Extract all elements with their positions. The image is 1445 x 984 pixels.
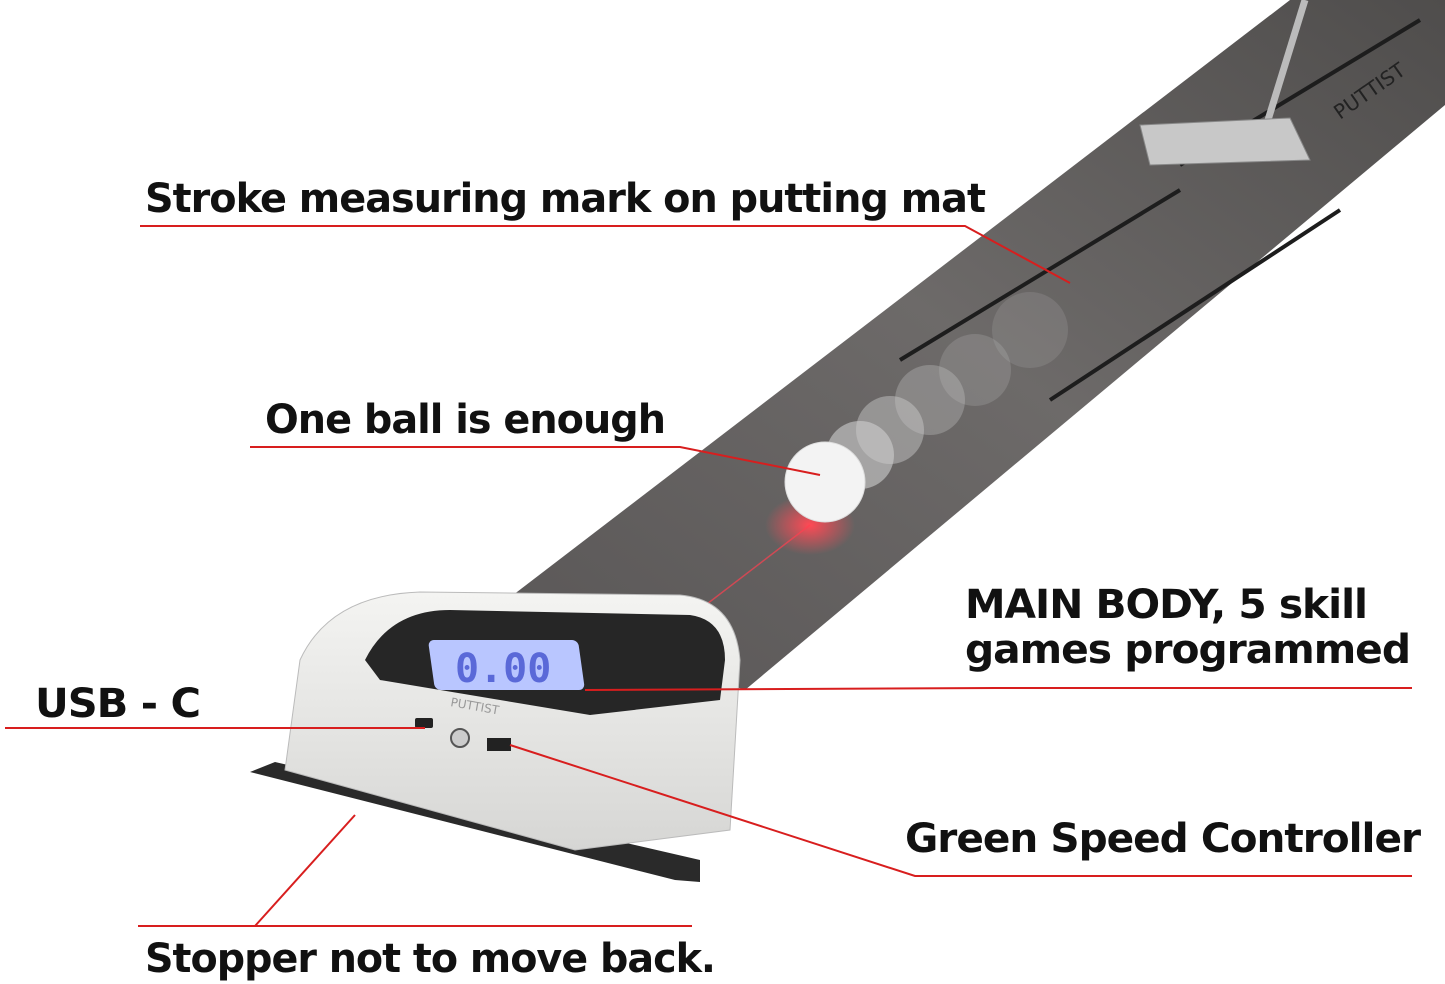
callout-main-body-line2: games programmed	[965, 627, 1410, 673]
green-speed-switch	[487, 738, 511, 751]
callout-usb-c: USB - C	[35, 681, 200, 727]
ball-trail	[826, 292, 1068, 489]
putter-icon	[1139, 0, 1311, 166]
golf-ball	[784, 441, 866, 523]
callout-green-speed: Green Speed Controller	[905, 816, 1421, 862]
power-button	[450, 728, 470, 748]
putting-mat	[500, 0, 1445, 690]
callout-one-ball: One ball is enough	[265, 397, 665, 443]
callout-main-body-line1: MAIN BODY, 5 skill	[965, 582, 1367, 628]
callout-stroke-mark: Stroke measuring mark on putting mat	[145, 176, 986, 222]
main-body: 0.00 PUTTIST	[284, 591, 741, 851]
score-display	[428, 640, 585, 690]
leader-lines	[5, 225, 1412, 927]
usb-c-port	[415, 718, 433, 728]
callout-stopper: Stopper not to move back.	[145, 936, 715, 982]
display-value: 0.00	[455, 646, 551, 692]
